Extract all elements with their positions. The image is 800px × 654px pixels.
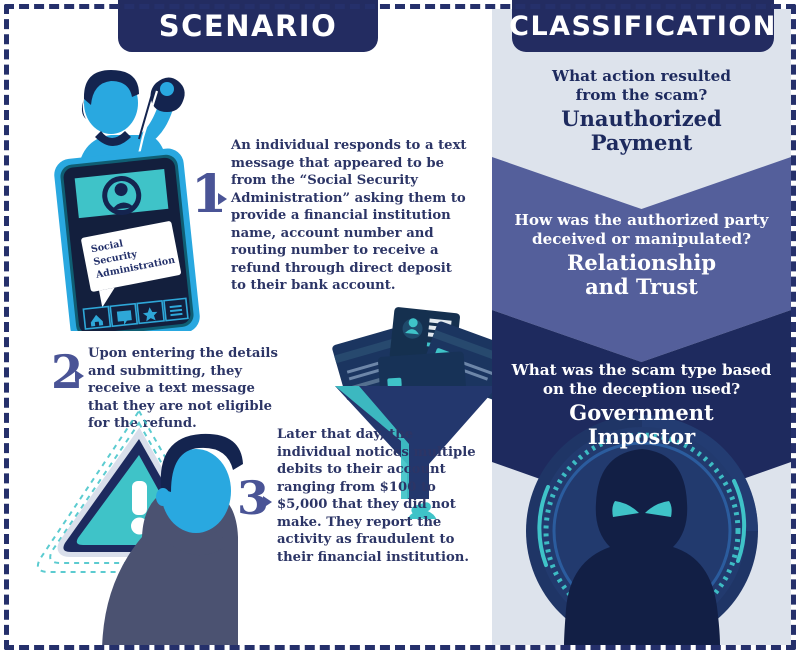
star-icon [142,307,158,322]
step-3-text: Later that day, the individual notices m… [277,427,476,565]
classification-item-2: How was the authorized party deceived or… [492,211,791,299]
classification-panel: What action resulted from the scam? Unau… [492,9,791,645]
phone-nav-icons [90,304,183,327]
hooded-hacker-badge-illustration [520,409,765,645]
classification-question-2-line2: deceived or manipulated? [532,229,751,248]
classification-question-1-line1: What action resulted [552,67,731,85]
step-1-text: An individual responds to a text message… [231,138,467,294]
classification-answer-2-line2: and Trust [585,274,698,300]
home-icon [90,314,104,327]
menu-icon [169,304,182,309]
warning-triangle-illustration [36,409,243,645]
step-2-arrow-icon [75,370,84,382]
funnel-credit-cards-illustration: $ [332,307,492,519]
classification-answer-2-line1: Relationship [566,250,717,276]
classification-question-1-line2: from the scam? [575,85,708,104]
scenario-header: SCENARIO [118,0,378,52]
classification-answer-3-line1: Government [569,400,714,426]
dollar-coin-icon [407,510,437,519]
step-1-arrow-icon [218,193,227,205]
classification-question-3-line1: What was the scam type based [511,361,772,379]
classification-answer-1-line2: Payment [590,130,693,156]
classification-question-3-line2: on the deception used? [542,379,741,398]
concerned-person-illustration [102,433,243,645]
chat-icon [116,310,132,325]
step-3-arrow-icon [263,496,272,508]
classification-header: CLASSIFICATION [509,0,775,52]
step-2-text: Upon entering the details and submitting… [88,346,278,432]
classification-answer-1-line1: Unauthorized [561,106,722,132]
svg-text:$: $ [415,515,429,519]
classification-item-3: What was the scam type based on the dece… [492,361,791,449]
scenario-panel: Social Security Administration [9,9,492,645]
classification-question-2-line1: How was the authorized party [514,211,769,229]
classification-answer-3-line2: Impostor [587,424,696,450]
classification-item-1: What action resulted from the scam? Unau… [492,67,791,155]
phishing-hook-person-phone-illustration: Social Security Administration [54,70,200,331]
